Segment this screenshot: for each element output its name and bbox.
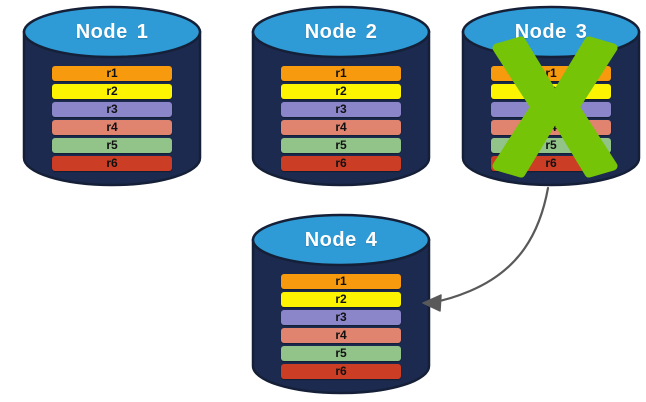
record-row[interactable]: r6 xyxy=(281,156,401,171)
record-row[interactable]: r1 xyxy=(281,274,401,289)
record-row[interactable]: r3 xyxy=(491,102,611,117)
node-4-record-list: r1 r2 r3 r4 r5 r6 xyxy=(281,274,401,379)
record-row[interactable]: r4 xyxy=(281,328,401,343)
record-row[interactable]: r2 xyxy=(52,84,172,99)
record-row[interactable]: r3 xyxy=(281,310,401,325)
record-row[interactable]: r3 xyxy=(281,102,401,117)
record-row[interactable]: r5 xyxy=(281,138,401,153)
record-row[interactable]: r4 xyxy=(281,120,401,135)
record-row[interactable]: r2 xyxy=(281,84,401,99)
record-row[interactable]: r5 xyxy=(491,138,611,153)
curved-arrow-icon xyxy=(422,186,550,312)
record-row[interactable]: r4 xyxy=(52,120,172,135)
record-row[interactable]: r1 xyxy=(52,66,172,81)
node-3-record-list: r1 r2 r3 r4 r5 r6 xyxy=(491,66,611,171)
record-row[interactable]: r5 xyxy=(52,138,172,153)
record-row[interactable]: r1 xyxy=(491,66,611,81)
record-row[interactable]: r2 xyxy=(281,292,401,307)
record-row[interactable]: r2 xyxy=(491,84,611,99)
node-2-record-list: r1 r2 r3 r4 r5 r6 xyxy=(281,66,401,171)
record-row[interactable]: r1 xyxy=(281,66,401,81)
record-row[interactable]: r4 xyxy=(491,120,611,135)
record-row[interactable]: r6 xyxy=(281,364,401,379)
record-row[interactable]: r6 xyxy=(52,156,172,171)
record-row[interactable]: r6 xyxy=(491,156,611,171)
record-row[interactable]: r5 xyxy=(281,346,401,361)
node-1-record-list: r1 r2 r3 r4 r5 r6 xyxy=(52,66,172,171)
record-row[interactable]: r3 xyxy=(52,102,172,117)
